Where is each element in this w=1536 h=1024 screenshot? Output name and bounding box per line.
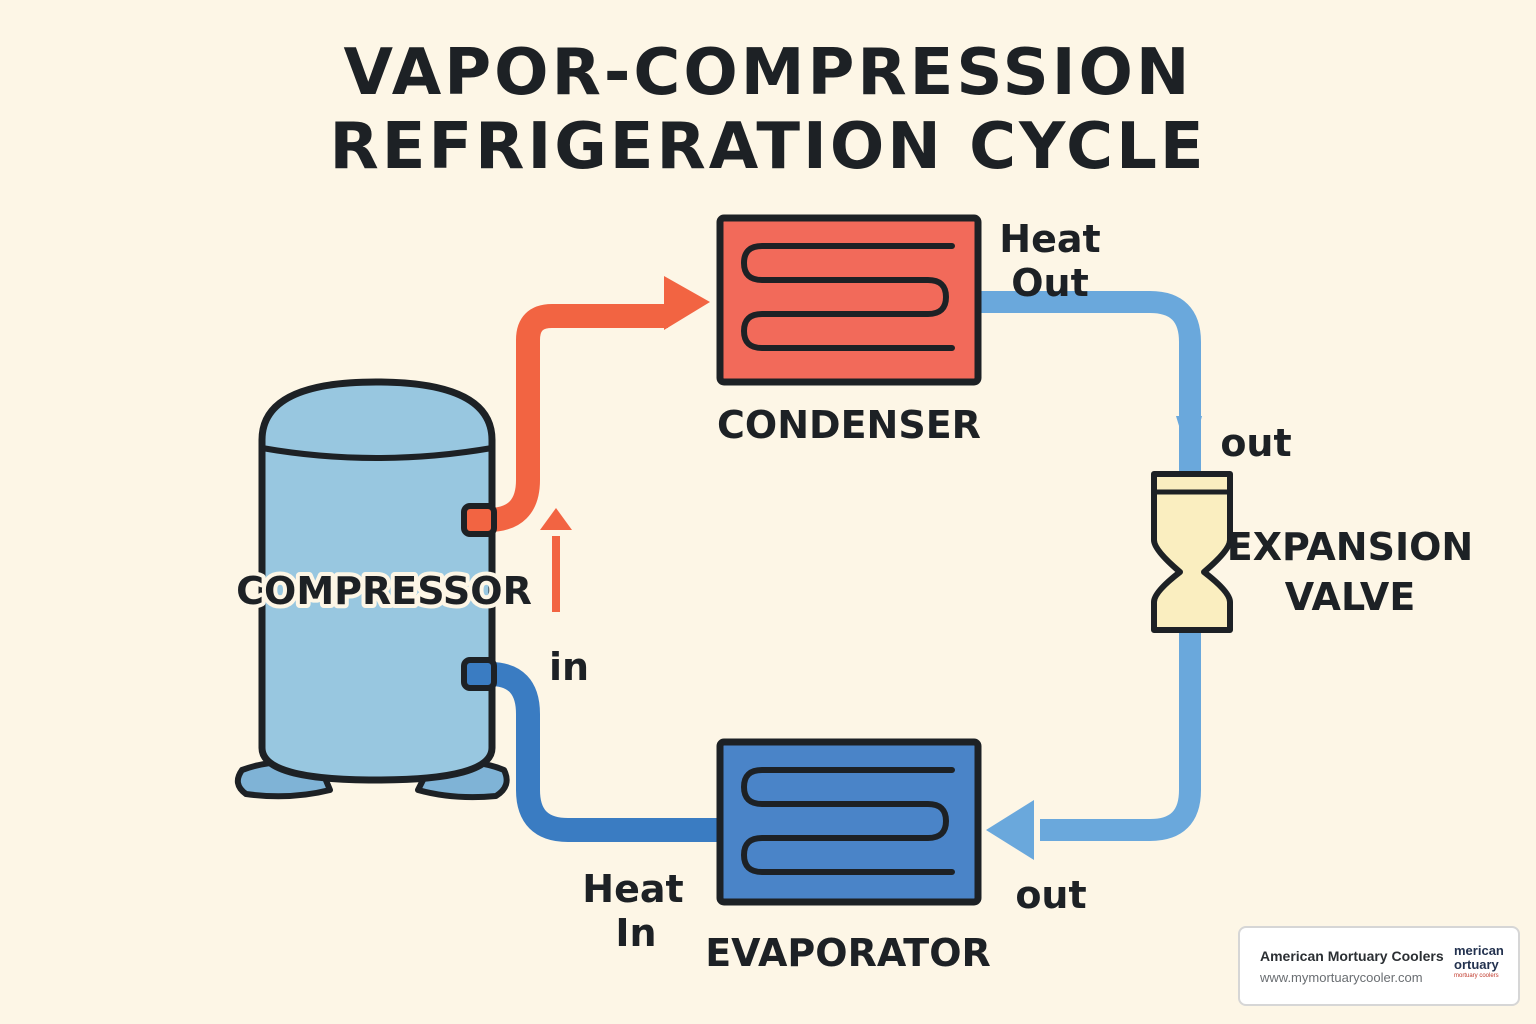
liquid-line [980,291,1201,472]
compressor-dome-seam [261,445,493,461]
low-pressure-line [1040,632,1201,841]
brand-badge[interactable]: American Mortuary Coolers www.mymortuary… [1238,926,1520,1006]
brand-logo: merican ortuary mortuary coolers [1454,944,1506,990]
brand-logo-tagline: mortuary coolers [1454,973,1499,979]
compressor-label-group: COMPRESSOR COMPRESSOR [232,565,536,617]
evaporator-label: EVAPORATOR [705,931,991,975]
condenser-coil [741,243,955,351]
compression-up-arrow-head [540,508,572,530]
diagram-title: VAPOR-COMPRESSION REFRIGERATION CYCLE [0,36,1536,184]
discharge-line [487,304,668,532]
compressor-in-label: in [549,645,589,689]
expansion-valve-body [1151,471,1233,633]
title-line-2: REFRIGERATION CYCLE [329,110,1207,184]
compressor-label: COMPRESSOR [236,569,532,613]
evaporator-box [716,738,982,906]
expansion-valve-label-line-1: EXPANSION [1227,525,1473,569]
title-line-1: VAPOR-COMPRESSION [343,36,1193,110]
brand-logo-line-2: ortuary [1454,957,1499,972]
heat-in-label-line-1: Heat [582,867,683,911]
brand-url[interactable]: www.mymortuarycooler.com [1260,970,1423,985]
condenser-label: CONDENSER [717,403,981,447]
evaporator [716,738,982,906]
evaporator-coil [741,767,955,875]
condenser [716,214,982,386]
discharge-arrow-head [664,276,710,330]
compressor [234,378,510,801]
expansion-valve [1151,471,1233,633]
compressor-shell [258,378,496,784]
expansion-valve-label-line-2: VALVE [1285,575,1416,619]
heat-in-label-line-2: In [615,911,656,955]
evaporator-out-label: out [1015,873,1086,917]
brand-name: American Mortuary Coolers [1260,948,1444,964]
heat-out-label-line-1: Heat [999,217,1100,261]
compressor-outlet-port [461,503,497,537]
liquid-line-arrow [1176,416,1202,462]
condenser-box [716,214,982,386]
heat-out-label-line-2: Out [1011,261,1089,305]
brand-logo-line-1: merican [1454,944,1504,958]
compressor-inlet-port [461,657,497,691]
compressor-label-halo: COMPRESSOR [236,569,532,613]
condenser-out-label: out [1220,421,1291,465]
suction-line [478,662,720,842]
evaporator-inlet-arrow [986,800,1034,860]
